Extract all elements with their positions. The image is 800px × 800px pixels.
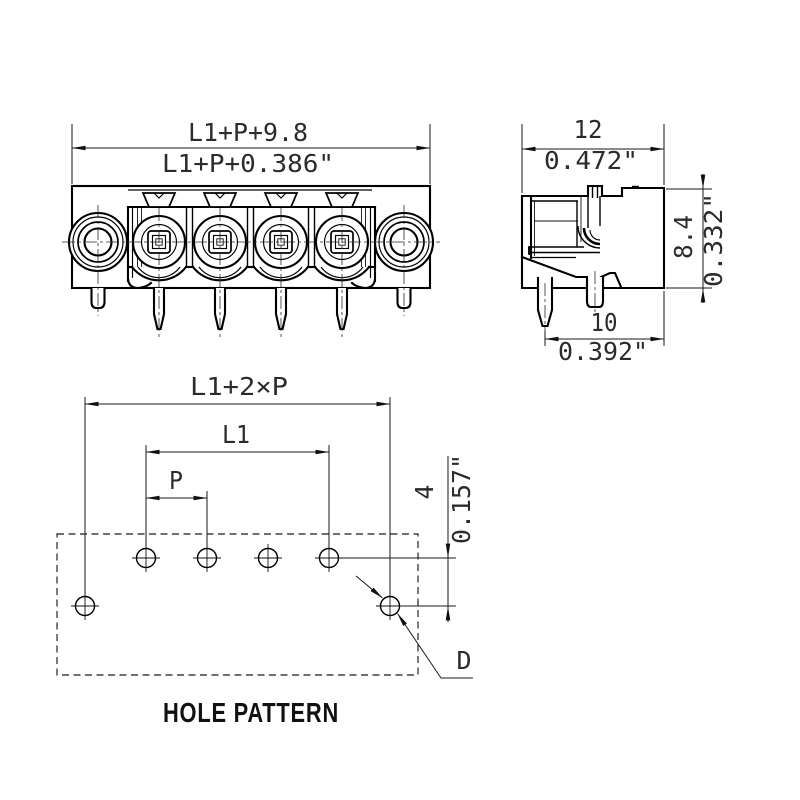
peg-hole — [70, 591, 100, 621]
pin-hole — [192, 543, 222, 573]
hole-pattern-view — [56, 533, 419, 676]
side-view — [520, 184, 666, 328]
labels: L1+P+9.8 L1+P+0.386" 12 0.472" 8.4 0.332… — [162, 115, 728, 728]
side-depth-mm-label: 12 — [574, 115, 603, 144]
front-width-inch-label: L1+P+0.386" — [162, 149, 334, 178]
hole-diameter-label: D — [456, 646, 471, 675]
row-offset-mm-label: 4 — [410, 485, 439, 500]
holes-l1-label: L1 — [222, 420, 250, 449]
side-internal-details — [528, 185, 639, 260]
view-title: HOLE PATTERN — [163, 697, 339, 728]
pin-hole — [253, 543, 283, 573]
retention-peg-side — [585, 275, 605, 309]
board-outline-dashed — [56, 533, 419, 676]
side-pin-inch-label: 0.392" — [558, 337, 648, 366]
front-width-mm-label: L1+P+9.8 — [188, 118, 308, 147]
pin-hole — [131, 543, 161, 573]
holes-overall-label: L1+2×P — [190, 372, 288, 401]
centerlines — [62, 205, 596, 337]
side-depth-inch-label: 0.472" — [544, 146, 638, 175]
row-offset-inch-label: 0.157" — [447, 454, 476, 544]
front-view — [67, 184, 435, 331]
holes-pitch-label: P — [169, 466, 183, 495]
side-height-mm-label: 8.4 — [669, 215, 698, 259]
side-height-inch-label: 0.332" — [699, 193, 728, 287]
dimensions — [71, 124, 712, 679]
pin-hole — [314, 543, 344, 573]
side-pin-mm-label: 10 — [591, 308, 618, 337]
